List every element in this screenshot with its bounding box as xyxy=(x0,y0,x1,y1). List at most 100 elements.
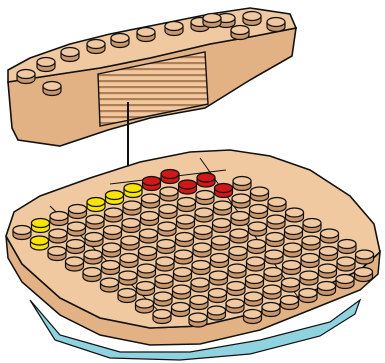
stud-plate-88 xyxy=(231,212,249,226)
stud-plate-69 xyxy=(247,257,265,271)
stud-plate-55 xyxy=(176,233,194,247)
stud-plate-24 xyxy=(138,264,156,278)
stud-plate-74 xyxy=(160,187,178,201)
stud-plate-90 xyxy=(266,233,284,247)
stud-plate-58 xyxy=(228,264,246,278)
stud-plate-97 xyxy=(232,194,250,208)
stud-plate-22 xyxy=(103,243,121,257)
stud-plate-41 xyxy=(105,208,123,222)
stud-plate-18 xyxy=(189,313,207,327)
stud-plate-64 xyxy=(159,205,177,219)
stud-plate-71 xyxy=(282,278,300,292)
stud-plate-0 xyxy=(13,226,31,240)
stud-plate-40 xyxy=(87,198,105,212)
stud-plate-47 xyxy=(210,271,228,285)
stud-plate-63 xyxy=(142,194,160,208)
stud-plate-49 xyxy=(245,292,263,306)
stud-plate-57 xyxy=(211,254,229,268)
stud-plate-36 xyxy=(191,278,209,292)
stud-plate-66 xyxy=(194,226,212,240)
stud-plate-51 xyxy=(106,191,124,205)
stud-plate-42 xyxy=(122,219,140,233)
stud-plate-111 xyxy=(338,240,356,254)
stud-plate-34 xyxy=(156,257,174,271)
stud-plate-83 xyxy=(318,282,336,296)
stud-plate-6 xyxy=(118,289,136,303)
stud-plate-33 xyxy=(139,247,157,261)
stud-plate-72 xyxy=(299,289,317,303)
stud-plate-102 xyxy=(320,247,338,261)
stud-plate-73 xyxy=(143,177,161,191)
stud-plate-108 xyxy=(286,208,304,222)
stud-upper-1 xyxy=(37,58,55,72)
stud-plate-106 xyxy=(251,187,269,201)
stud-plate-38 xyxy=(226,299,244,313)
stud-plate-103 xyxy=(337,257,355,271)
stud-upper-11 xyxy=(43,82,61,96)
stud-plate-13 xyxy=(102,261,120,275)
stud-plate-80 xyxy=(265,250,283,264)
stud-plate-4 xyxy=(83,268,101,282)
stud-plate-2 xyxy=(48,247,66,261)
stud-plate-99 xyxy=(267,215,285,229)
stud-plate-10 xyxy=(49,229,67,243)
stud-plate-21 xyxy=(85,233,103,247)
stud-plate-31 xyxy=(104,226,122,240)
stud-plate-56 xyxy=(193,243,211,257)
stud-plate-26 xyxy=(173,285,191,299)
stud-plate-30 xyxy=(86,215,104,229)
stud-plate-93 xyxy=(319,264,337,278)
stud-plate-39 xyxy=(244,310,262,324)
stud-plate-86 xyxy=(196,191,214,205)
upper-curved-wall-piece xyxy=(8,8,296,146)
stud-plate-59 xyxy=(246,275,264,289)
stud-plate-52 xyxy=(123,201,141,215)
stud-upper-0 xyxy=(17,70,35,84)
stud-plate-15 xyxy=(137,282,155,296)
stud-plate-20 xyxy=(68,222,86,236)
stud-plate-70 xyxy=(264,268,282,282)
stud-plate-35 xyxy=(174,268,192,282)
stud-plate-46 xyxy=(192,261,210,275)
stud-plate-5 xyxy=(101,278,119,292)
stud-upper-9 xyxy=(243,12,261,26)
stud-plate-43 xyxy=(140,229,158,243)
stud-plate-61 xyxy=(281,296,299,310)
stud-plate-79 xyxy=(248,240,266,254)
stud-plate-100 xyxy=(285,226,303,240)
stud-plate-87 xyxy=(214,201,232,215)
stud-plate-94 xyxy=(336,275,354,289)
stud-plate-9 xyxy=(32,219,50,233)
stud-plate-82 xyxy=(300,271,318,285)
stud-plate-60 xyxy=(263,285,281,299)
stud-plate-27 xyxy=(190,296,208,310)
stud-plate-81 xyxy=(283,261,301,275)
stud-plate-44 xyxy=(157,240,175,254)
stud-plate-29 xyxy=(69,205,87,219)
stud-plate-19 xyxy=(50,212,68,226)
stud-plate-67 xyxy=(212,236,230,250)
stud-plate-12 xyxy=(84,250,102,264)
stud-plate-101 xyxy=(302,236,320,250)
stud-plate-48 xyxy=(227,282,245,296)
stud-plate-105 xyxy=(233,177,251,191)
stud-plate-109 xyxy=(303,219,321,233)
stud-plate-23 xyxy=(120,254,138,268)
stud-plate-14 xyxy=(119,271,137,285)
stud-plate-17 xyxy=(172,303,190,317)
stud-plate-85 xyxy=(179,180,197,194)
stud-plate-68 xyxy=(229,247,247,261)
stud-plate-8 xyxy=(153,310,171,324)
stud-plate-28 xyxy=(208,306,226,320)
stud-plate-45 xyxy=(175,250,193,264)
stud-plate-25 xyxy=(155,275,173,289)
stud-upper-12 xyxy=(203,14,221,28)
stud-plate-3 xyxy=(66,257,84,271)
stud-plate-16 xyxy=(154,292,172,306)
stud-plate-54 xyxy=(158,222,176,236)
stud-plate-91 xyxy=(284,243,302,257)
stud-plate-104 xyxy=(355,268,373,282)
stud-upper-2 xyxy=(61,48,79,62)
stud-plate-11 xyxy=(67,240,85,254)
